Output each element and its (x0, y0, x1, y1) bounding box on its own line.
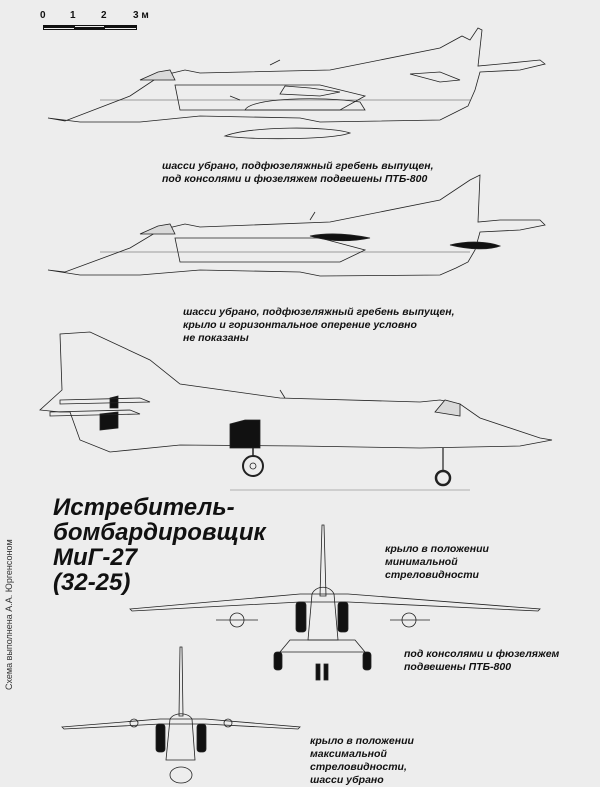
caption-side-view-2: шасси убрано, подфюзеляжный гребень выпу… (183, 306, 455, 345)
caption-line: минимальной (385, 556, 458, 568)
caption-line: под консолями и фюзеляжем (404, 648, 560, 660)
caption-line: максимальной (310, 748, 387, 760)
caption-front-view-max-sweep: крыло в положении максимальной стреловид… (310, 735, 414, 787)
scale-bar-segment (74, 27, 105, 30)
title-line: (32-25) (53, 569, 131, 596)
caption-line: крыло в положении (310, 735, 414, 747)
scale-label-2: 2 (101, 10, 107, 21)
caption-line: подвешены ПТБ-800 (404, 661, 512, 673)
scale-label-1: 1 (70, 10, 76, 21)
scale-label-0: 0 (40, 10, 46, 21)
scale-bar: 0 1 2 3 м (40, 10, 180, 35)
caption-line: не показаны (183, 332, 249, 344)
title-line: МиГ-27 (53, 544, 138, 571)
side-view-1-drawing (47, 27, 546, 140)
caption-line: стреловидности, (310, 761, 407, 773)
author-credit: Схема выполнена А.А. Юргенсоном (4, 539, 14, 690)
caption-line: шасси убрано, подфюзеляжный гребень выпу… (183, 306, 455, 318)
caption-line: шасси убрано, подфюзеляжный гребень выпу… (162, 160, 434, 172)
caption-line: крыло в положении (385, 543, 489, 555)
caption-line: под консолями и фюзеляжем подвешены ПТБ-… (162, 173, 428, 185)
caption-front-view-min-sweep: крыло в положении минимальной стреловидн… (385, 543, 489, 582)
drawing-title: Истребитель- бомбардировщик МиГ-27 (32-2… (53, 495, 266, 595)
caption-line: крыло и горизонтальное оперение условно (183, 319, 417, 331)
front-view-min-sweep-drawing (129, 524, 541, 681)
scale-bar-segment (43, 25, 74, 28)
title-line: Истребитель- (53, 494, 235, 521)
caption-side-view-1: шасси убрано, подфюзеляжный гребень выпу… (162, 160, 434, 186)
scale-bar-outline (43, 25, 137, 30)
caption-drop-tanks: под консолями и фюзеляжем подвешены ПТБ-… (404, 648, 559, 674)
scale-label-3: 3 м (133, 10, 149, 21)
title-line: бомбардировщик (53, 519, 266, 546)
scale-bar-segment (105, 25, 137, 28)
caption-line: стреловидности (385, 569, 479, 581)
side-view-3-drawing (39, 331, 553, 491)
side-view-2-drawing (47, 174, 546, 277)
front-view-max-sweep-drawing (61, 646, 301, 784)
caption-line: шасси убрано (310, 774, 384, 786)
